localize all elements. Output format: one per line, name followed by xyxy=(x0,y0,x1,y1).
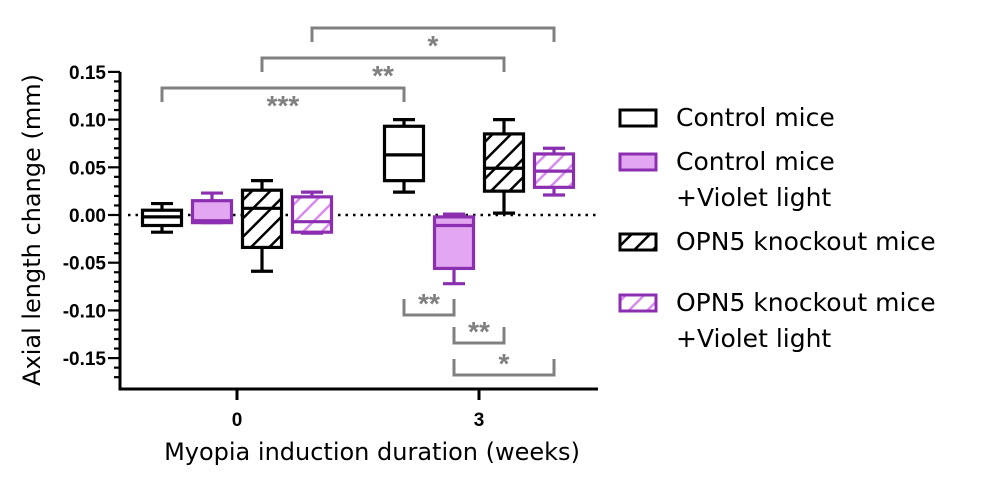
legend-label: Control mice xyxy=(676,147,835,176)
significance-bracket: * xyxy=(452,348,556,379)
x-tick-label: 3 xyxy=(474,410,485,431)
iqr-box xyxy=(190,199,234,225)
box-3-week-3 xyxy=(532,146,576,197)
iqr-box xyxy=(482,132,526,193)
legend-swatch xyxy=(618,108,658,128)
legend-item: OPN5 knockout mice +Violet light xyxy=(618,288,936,353)
box-2-week-3 xyxy=(482,117,526,215)
bracket-line xyxy=(402,299,456,317)
box-0-week-0 xyxy=(140,201,184,234)
significance-bracket: ** xyxy=(402,288,456,319)
significance-label: * xyxy=(499,348,510,379)
bracket-line xyxy=(452,359,556,377)
box-0-week-3 xyxy=(382,117,426,194)
bracket-line xyxy=(260,56,506,72)
legend-item: Control mice +Violet light xyxy=(618,147,835,212)
legend-label: OPN5 knockout mice xyxy=(676,288,936,317)
boxes-group xyxy=(140,117,576,286)
y-tick-label: -0.05 xyxy=(63,254,107,275)
box-1-week-0 xyxy=(190,191,234,225)
significance-label: * xyxy=(428,30,439,61)
significance-bracket: ** xyxy=(452,316,506,347)
y-axis: 0.15 0.10 0.05 0.00 -0.05 -0.10 -0.15 xyxy=(63,63,122,389)
x-axis-title: Myopia induction duration (weeks) xyxy=(164,438,580,466)
box-3-week-0 xyxy=(290,190,334,235)
box-1-week-3 xyxy=(432,212,476,286)
significance-brackets: *********** xyxy=(160,26,556,379)
bracket-line xyxy=(310,26,556,42)
y-tick-label: -0.10 xyxy=(63,301,106,322)
significance-label: *** xyxy=(267,90,300,121)
significance-label: ** xyxy=(468,316,490,347)
box-2-week-0 xyxy=(240,179,284,273)
y-tick-label: 0.00 xyxy=(69,206,106,227)
legend-item: OPN5 knockout mice xyxy=(618,227,936,256)
x-tick-label: 0 xyxy=(232,410,243,431)
legend-swatch xyxy=(618,232,658,252)
y-tick-label: 0.10 xyxy=(69,111,106,132)
legend-item: Control mice xyxy=(618,103,835,132)
legend-label: OPN5 knockout mice xyxy=(676,227,936,256)
significance-label: ** xyxy=(418,288,440,319)
legend-label: +Violet light xyxy=(676,324,831,353)
bracket-line xyxy=(452,327,506,345)
iqr-box xyxy=(240,188,284,250)
significance-bracket: * xyxy=(310,26,556,61)
y-tick-label: 0.15 xyxy=(69,63,106,84)
significance-bracket: *** xyxy=(160,86,406,121)
legend-label: Control mice xyxy=(676,103,835,132)
legend-swatch xyxy=(618,152,658,172)
y-axis-title: Axial length change (mm) xyxy=(18,74,46,386)
significance-label: ** xyxy=(372,60,394,91)
significance-bracket: ** xyxy=(260,56,506,91)
legend-swatch xyxy=(618,293,658,313)
bracket-line xyxy=(160,86,406,102)
y-tick-label: 0.05 xyxy=(69,158,106,179)
iqr-box xyxy=(290,195,334,234)
y-tick-label: -0.15 xyxy=(63,349,107,370)
legend-label: +Violet light xyxy=(676,183,831,212)
